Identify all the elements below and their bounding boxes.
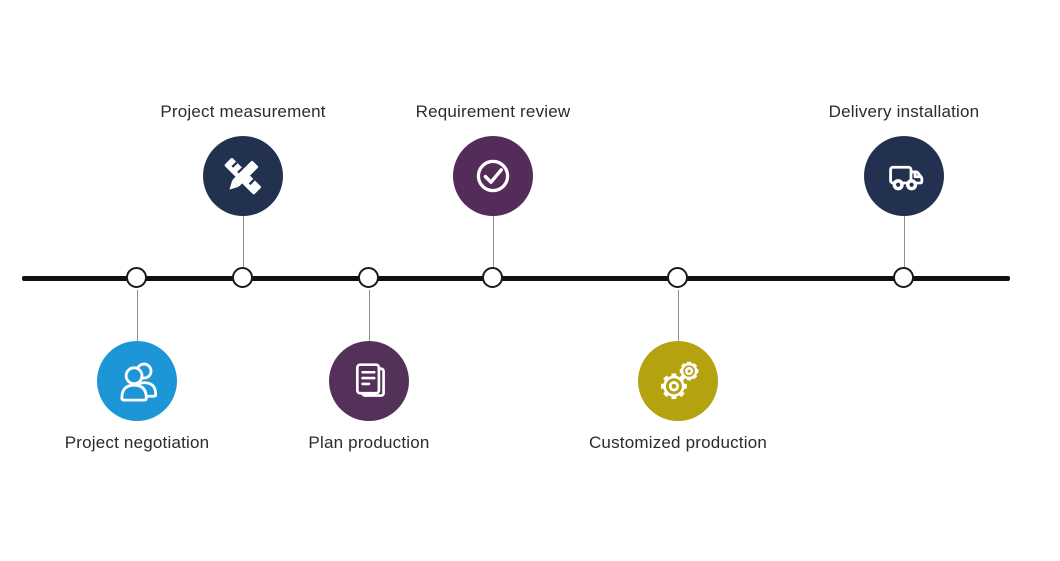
step-label: Requirement review <box>415 102 571 121</box>
ruler-pencil-icon <box>224 158 261 195</box>
step-label: Plan production <box>308 433 430 452</box>
check-circle-icon <box>476 159 510 193</box>
truck-icon <box>889 165 924 191</box>
step-connector <box>136 290 138 341</box>
timeline-line <box>22 276 1010 281</box>
step-badge <box>329 341 409 421</box>
step-badge <box>638 341 718 421</box>
step-label: Project measurement <box>160 102 326 121</box>
step-badge <box>453 136 533 216</box>
document-icon <box>355 363 385 397</box>
step-label: Project negotiation <box>64 433 210 452</box>
step-connector <box>368 290 370 341</box>
step-badge <box>203 136 283 216</box>
people-icon <box>120 362 158 402</box>
step-badge <box>97 341 177 421</box>
step-badge <box>864 136 944 216</box>
step-connector <box>492 216 494 268</box>
step-connector <box>903 216 905 268</box>
step-connector <box>242 216 244 268</box>
step-label: Customized production <box>588 433 768 452</box>
step-label: Delivery installation <box>828 102 980 121</box>
step-connector <box>677 290 679 341</box>
gears-icon <box>661 361 699 400</box>
